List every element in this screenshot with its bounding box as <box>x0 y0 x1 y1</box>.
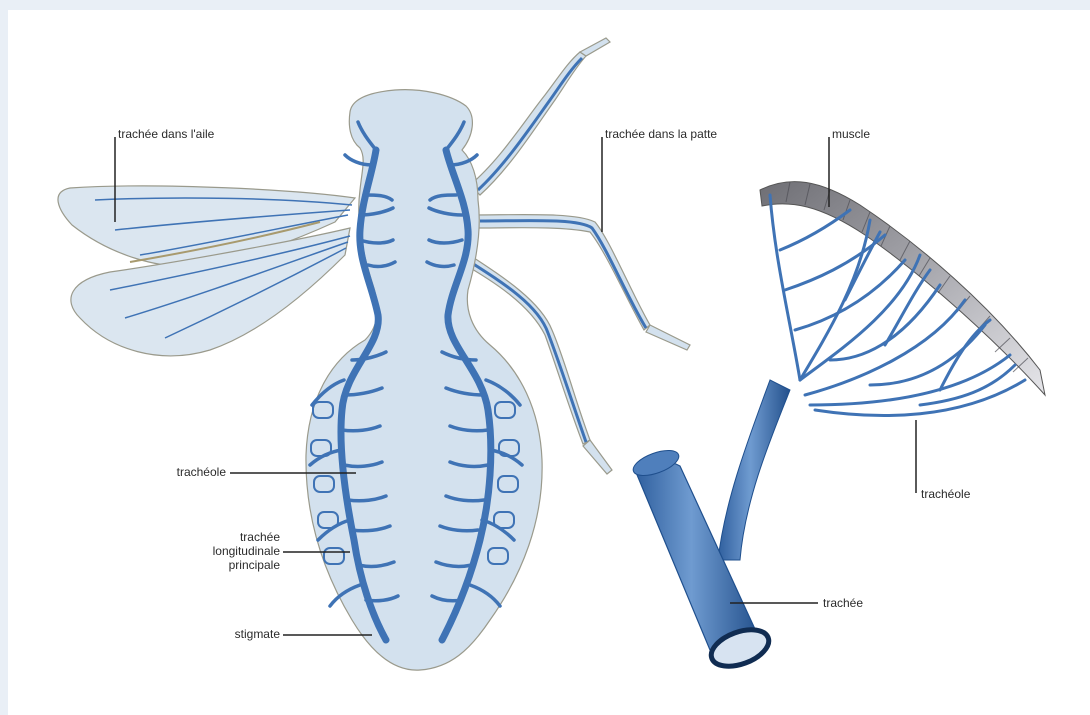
tracheole-network <box>770 195 1025 416</box>
label-tracheole-left: trachéole <box>160 465 226 479</box>
label-longitudinal-trachea: trachée longitudinale principale <box>160 530 280 572</box>
trachea-branch <box>718 380 790 560</box>
label-stigmate: stigmate <box>200 627 280 641</box>
label-trachea: trachée <box>823 596 863 610</box>
label-longitudinal-line-2: longitudinale <box>160 544 280 558</box>
label-leg-trachea: trachée dans la patte <box>605 127 717 141</box>
label-muscle: muscle <box>832 127 870 141</box>
label-wing-trachea: trachée dans l'aile <box>118 127 214 141</box>
label-longitudinal-line-1: trachée <box>160 530 280 544</box>
label-tracheole-right: trachéole <box>921 487 970 501</box>
label-longitudinal-line-3: principale <box>160 558 280 572</box>
